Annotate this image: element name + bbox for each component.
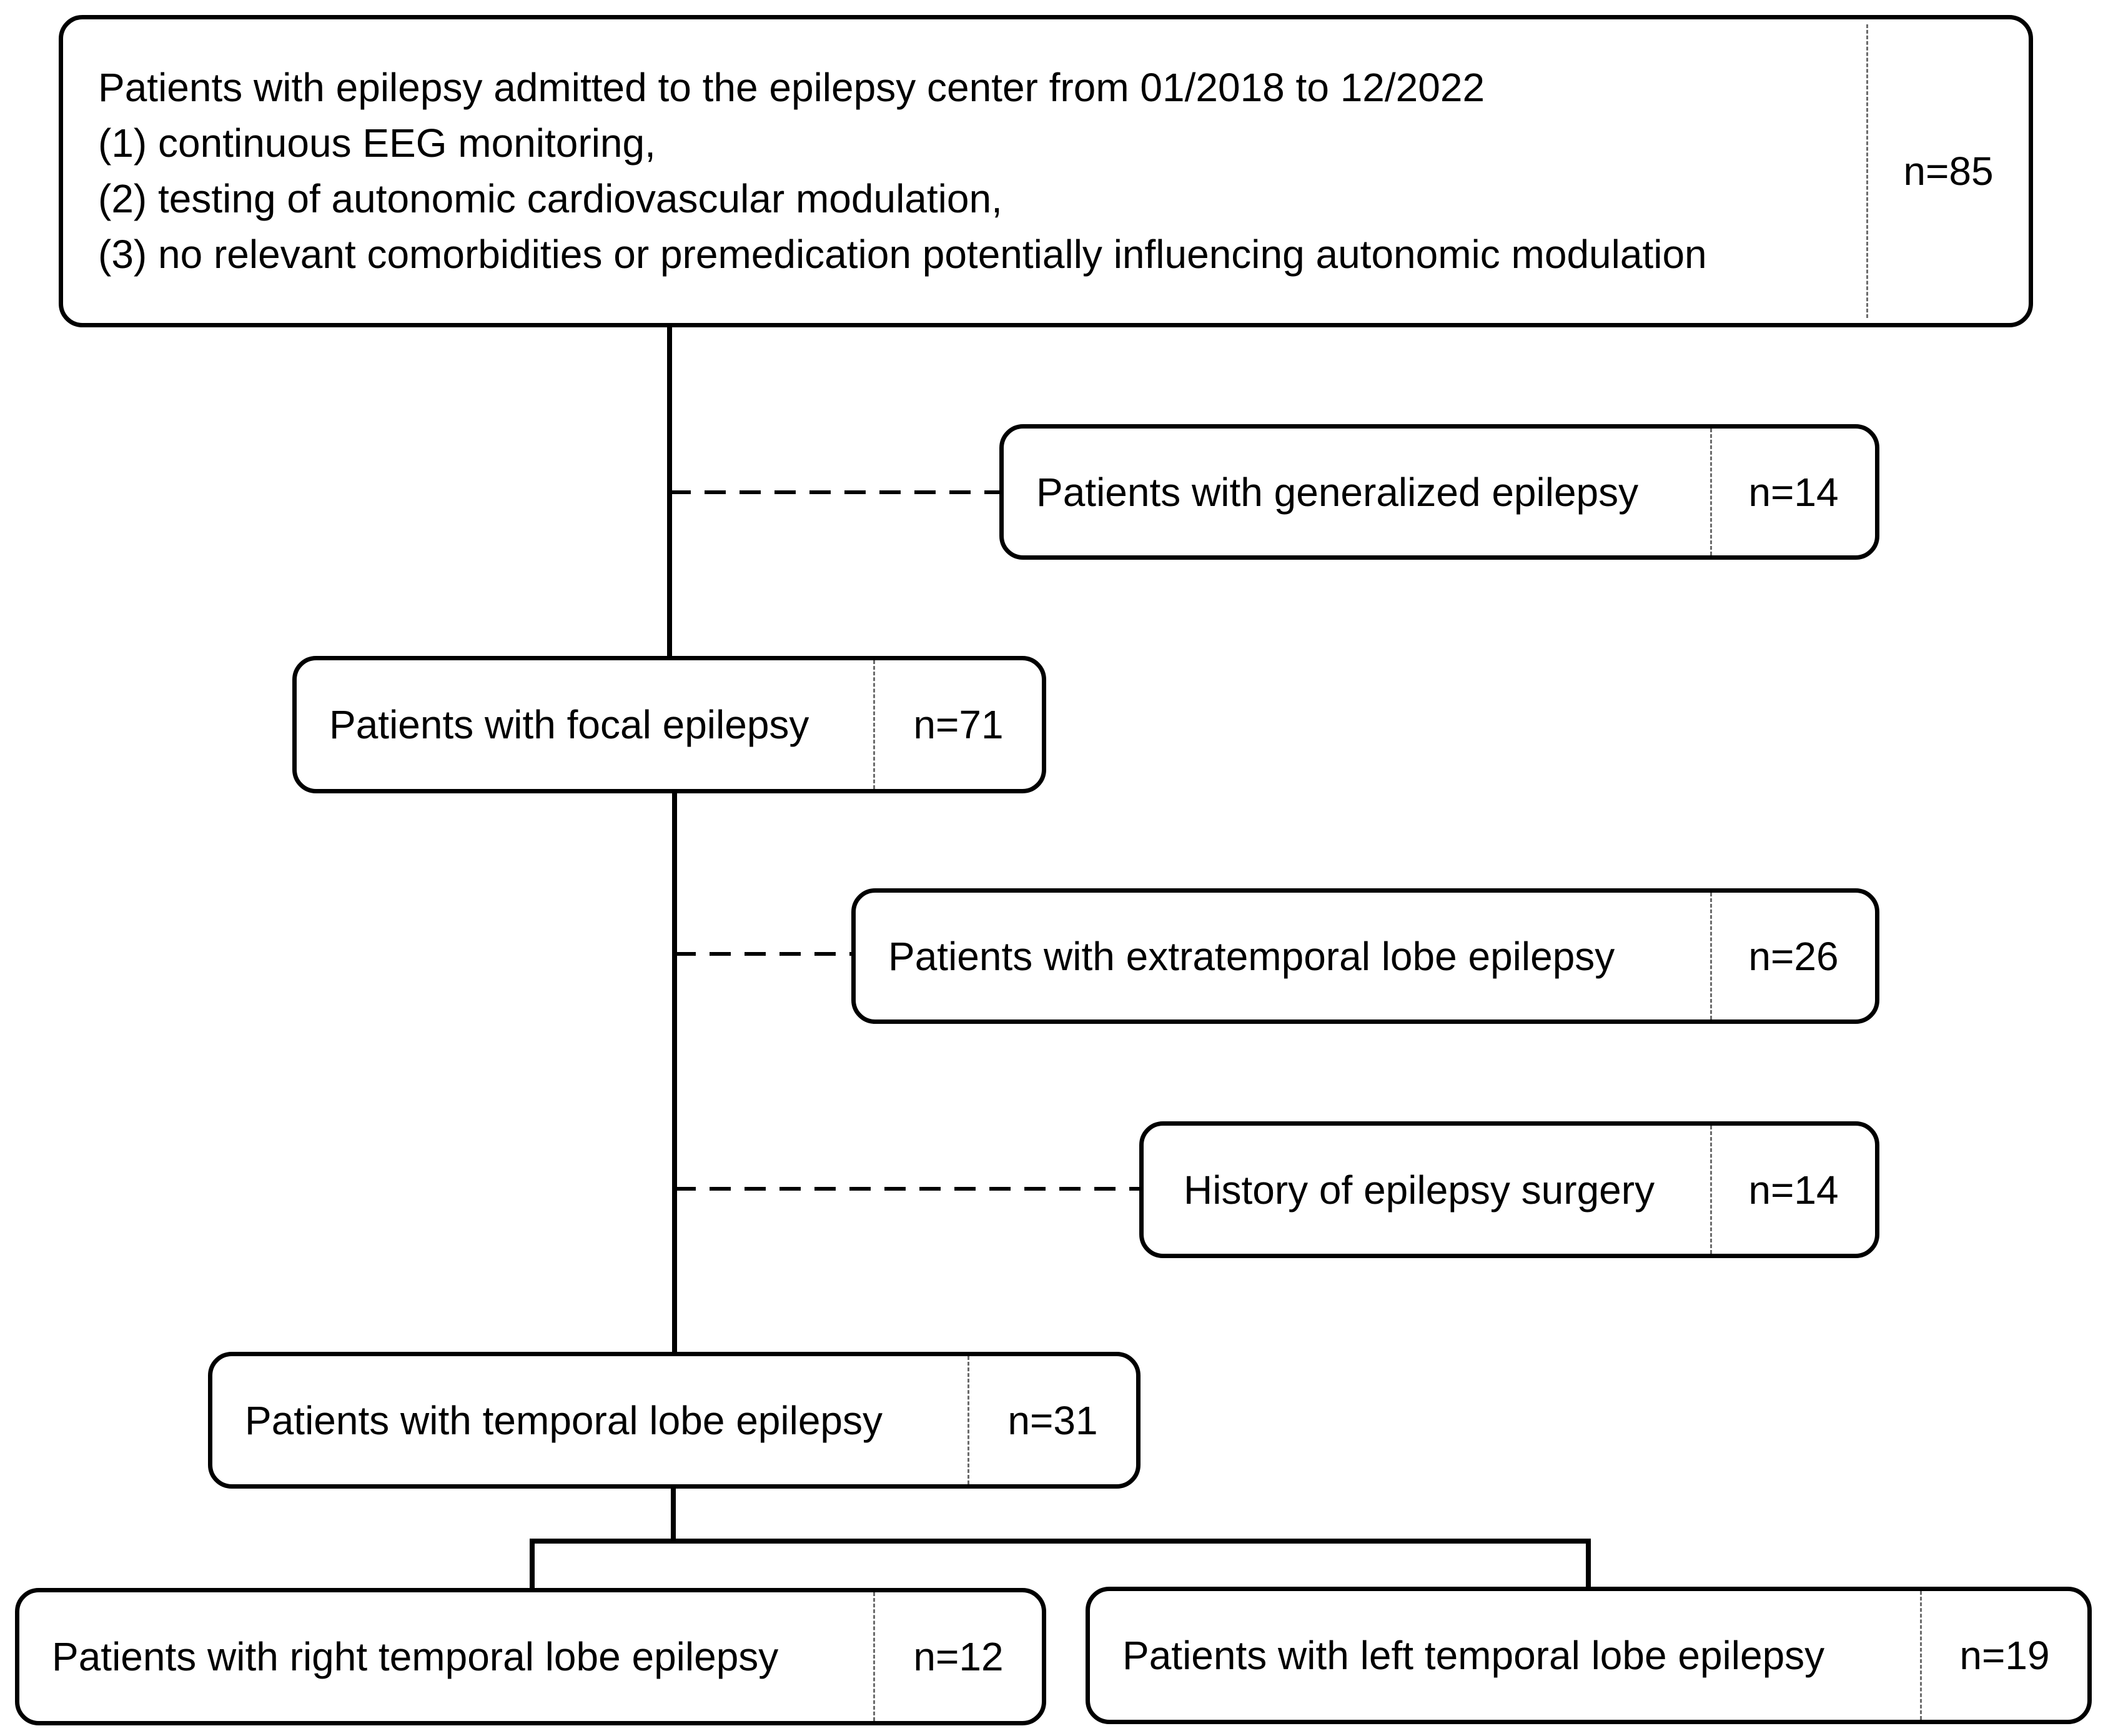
- generalized-epilepsy-count: n=14: [1710, 429, 1875, 555]
- box-extratemporal-epilepsy: Patients with extratemporal lobe epileps…: [851, 888, 1879, 1024]
- box-focal-epilepsy: Patients with focal epilepsy n=71: [292, 656, 1046, 793]
- epilepsy-surgery-label: History of epilepsy surgery: [1184, 1167, 1655, 1213]
- box-temporal-lobe-epilepsy: Patients with temporal lobe epilepsy n=3…: [208, 1352, 1141, 1489]
- extratemporal-epilepsy-count: n=26: [1710, 893, 1875, 1019]
- epilepsy-surgery-count: n=14: [1710, 1126, 1875, 1254]
- box-generalized-epilepsy: Patients with generalized epilepsy n=14: [999, 424, 1879, 560]
- box-left-temporal-lobe-epilepsy: Patients with left temporal lobe epileps…: [1086, 1587, 2092, 1724]
- focal-epilepsy-label: Patients with focal epilepsy: [329, 702, 809, 747]
- left-temporal-lobe-epilepsy-count: n=19: [1920, 1591, 2087, 1720]
- all-patients-criteria: Patients with epilepsy admitted to the e…: [63, 19, 1866, 323]
- temporal-lobe-epilepsy-label: Patients with temporal lobe epilepsy: [245, 1397, 883, 1443]
- extratemporal-epilepsy-label: Patients with extratemporal lobe epileps…: [888, 933, 1615, 979]
- box-all-patients: Patients with epilepsy admitted to the e…: [59, 15, 2033, 327]
- criteria-line-1: Patients with epilepsy admitted to the e…: [98, 65, 1485, 110]
- criteria-line-3: (2) testing of autonomic cardiovascular …: [98, 176, 1002, 221]
- box-right-temporal-lobe-epilepsy: Patients with right temporal lobe epilep…: [15, 1588, 1046, 1725]
- generalized-epilepsy-label: Patients with generalized epilepsy: [1036, 469, 1639, 515]
- criteria-line-4: (3) no relevant comorbidities or premedi…: [98, 232, 1707, 277]
- right-temporal-lobe-epilepsy-label: Patients with right temporal lobe epilep…: [52, 1634, 779, 1679]
- all-patients-count: n=85: [1866, 24, 2029, 318]
- left-temporal-lobe-epilepsy-label: Patients with left temporal lobe epileps…: [1122, 1633, 1825, 1678]
- right-temporal-lobe-epilepsy-count: n=12: [873, 1592, 1042, 1721]
- box-epilepsy-surgery: History of epilepsy surgery n=14: [1139, 1121, 1879, 1258]
- criteria-line-2: (1) continuous EEG monitoring,: [98, 121, 656, 166]
- focal-epilepsy-count: n=71: [873, 660, 1042, 789]
- temporal-lobe-epilepsy-count: n=31: [967, 1356, 1136, 1484]
